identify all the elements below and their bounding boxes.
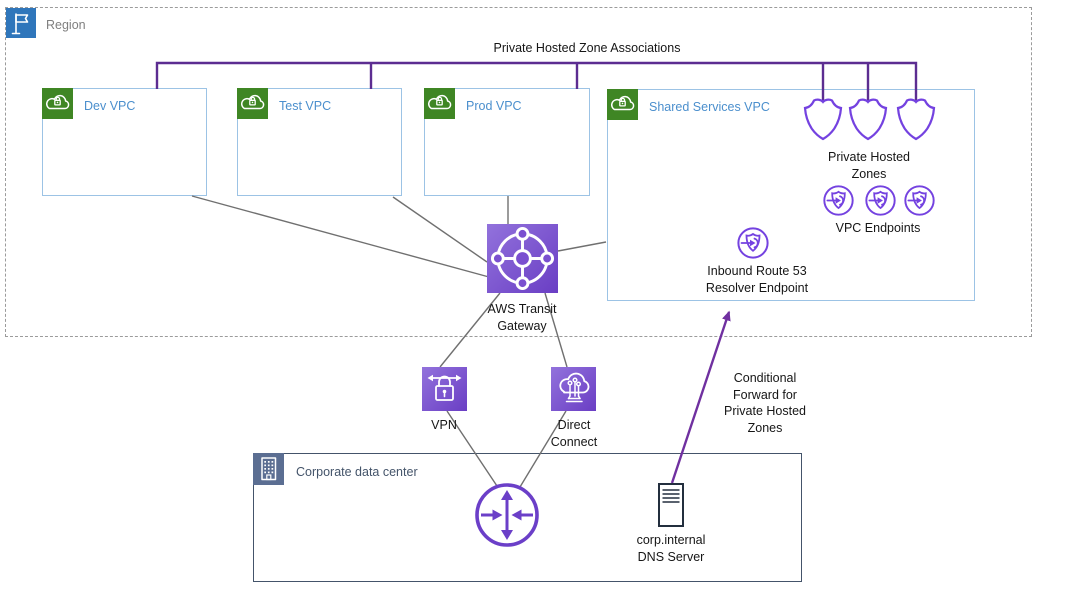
direct-connect-label-line1: Direct [557, 418, 591, 432]
cloud-lock-icon [42, 88, 73, 119]
resolver-endpoint-label: Inbound Route 53 Resolver Endpoint [687, 263, 827, 296]
dns-server-label-line1: corp.internal [636, 533, 706, 547]
conditional-forward-label-line1: Conditional [733, 371, 797, 385]
vpc-icon-shared [607, 89, 638, 120]
private-hosted-zone-shield-icon [846, 96, 890, 142]
region-boundary [5, 7, 1032, 337]
vpc-endpoints-label: VPC Endpoints [835, 221, 921, 235]
direct-connect-label: Direct Connect [534, 417, 614, 450]
corporate-data-center-label: Corporate data center [296, 465, 418, 479]
private-hosted-zones-label-line1: Private Hosted [828, 150, 910, 164]
dns-server-icon [658, 483, 684, 527]
vpc-label-shared-services: Shared Services VPC [649, 100, 770, 114]
cloud-lock-icon [607, 89, 638, 120]
direct-connect-icon [551, 367, 596, 411]
transit-gateway-label-line2: Gateway [497, 318, 547, 333]
building-icon [261, 457, 277, 481]
vpc-icon-dev [42, 88, 73, 119]
cloud-connect-icon [559, 372, 590, 403]
vpc-endpoint-icon [864, 184, 897, 217]
vpc-label-prod: Prod VPC [466, 99, 522, 113]
vpc-icon-test [237, 88, 268, 119]
private-hosted-zone-shield-icon [894, 96, 938, 142]
private-hosted-zone-shield-icon [801, 96, 845, 142]
hub-spoke-icon [490, 226, 555, 291]
router-icon [475, 483, 539, 547]
resolver-endpoint-label-line2: Resolver Endpoint [705, 280, 809, 295]
resolver-endpoint-label-line1: Inbound Route 53 [707, 264, 807, 278]
diagram-title: Private Hosted Zone Associations [493, 41, 681, 55]
private-hosted-zones-label-line2: Zones [851, 166, 887, 181]
vpc-label-dev: Dev VPC [84, 99, 136, 113]
transit-gateway-label-line1: AWS Transit [487, 302, 557, 316]
corporate-data-center-icon [253, 453, 284, 485]
vpn-label: VPN [431, 418, 457, 432]
lock-arrows-icon [427, 374, 462, 401]
route53-resolver-endpoint-icon [736, 226, 770, 260]
private-hosted-zones-label: Private Hosted Zones [799, 149, 939, 182]
cloud-lock-icon [237, 88, 268, 119]
flag-icon [11, 13, 29, 35]
conditional-forward-label-line2: Forward for [733, 387, 797, 402]
vpc-icon-prod [424, 88, 455, 119]
dns-server-label: corp.internal DNS Server [601, 532, 741, 565]
transit-gateway-label: AWS Transit Gateway [452, 301, 592, 334]
conditional-forward-label: Conditional Forward for Private Hosted Z… [700, 370, 830, 436]
direct-connect-label-line2: Connect [550, 434, 598, 449]
vpn-icon [422, 367, 467, 411]
region-label: Region [46, 18, 86, 32]
region-icon [6, 8, 36, 38]
vpc-endpoint-icon [822, 184, 855, 217]
conditional-forward-label-line3: Private Hosted [724, 404, 806, 418]
transit-gateway-icon [487, 224, 558, 293]
cloud-lock-icon [424, 88, 455, 119]
conditional-forward-label-line4: Zones [747, 420, 783, 435]
vpc-endpoint-icon [903, 184, 936, 217]
vpc-label-test: Test VPC [279, 99, 332, 113]
dns-server-label-line2: DNS Server [637, 549, 705, 564]
